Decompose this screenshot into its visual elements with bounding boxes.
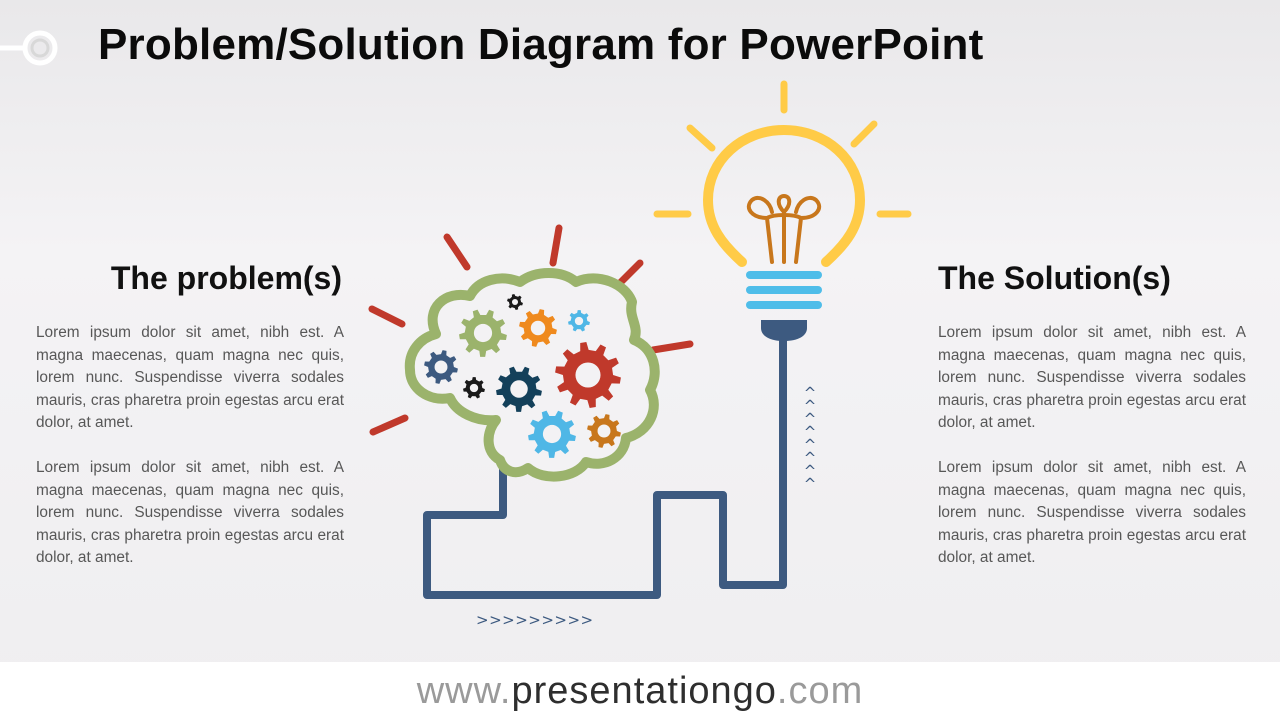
gear-orange-icon (519, 309, 557, 347)
footer-url-name: presentationgo (511, 670, 777, 712)
logo-mark-icon (0, 30, 58, 66)
solution-paragraph-1: Lorem ipsum dolor sit amet, nibh est. A … (938, 324, 1246, 431)
problem-heading: The problem(s) (110, 260, 342, 296)
gear-small-black-icon (463, 377, 485, 399)
slide: Problem/Solution Diagram for PowerPoint … (0, 20, 1246, 629)
wire-connector (423, 340, 787, 599)
lightbulb-icon (702, 124, 866, 341)
problem-paragraph-2: Lorem ipsum dolor sit amet, nibh est. A … (36, 459, 344, 566)
page-title: Problem/Solution Diagram for PowerPoint (98, 20, 984, 69)
footer-url-prefix: www. (416, 670, 512, 712)
brain-gears-icon (404, 268, 660, 482)
problem-paragraph-1: Lorem ipsum dolor sit amet, nibh est. A … (36, 324, 344, 431)
gear-small-blue-icon (568, 310, 590, 332)
bulb-socket (761, 320, 807, 341)
solution-paragraph-2: Lorem ipsum dolor sit amet, nibh est. A … (938, 459, 1246, 566)
gear-tiny-black-icon (507, 294, 523, 310)
solution-heading: The Solution(s) (938, 260, 1171, 296)
problem-solution-diagram: >>>>>>>>> ^^^^^^^^ (368, 80, 912, 629)
filament (746, 194, 822, 264)
footer-url: www.presentationgo.com (0, 662, 1280, 720)
gear-blue-icon (528, 410, 576, 458)
gear-steel-icon (424, 350, 458, 384)
flow-arrows-horizontal: >>>>>>>>> (476, 611, 594, 629)
problem-rays (368, 224, 694, 436)
gear-green-icon (459, 309, 507, 357)
gear-navy-icon (496, 366, 542, 412)
bulb-rays (653, 80, 912, 218)
bulb-base (746, 271, 822, 309)
gear-brown-icon (587, 414, 621, 448)
gear-red-icon (555, 342, 621, 408)
flow-arrows-vertical: ^^^^^^^^ (804, 384, 817, 493)
footer-url-suffix: .com (776, 670, 864, 712)
